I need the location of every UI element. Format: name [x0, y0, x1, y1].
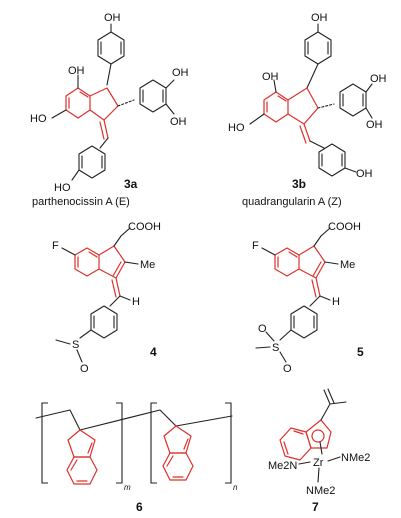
compound-3a: OH OH HO OH OH HO 3a parthenocissin A (E…: [30, 12, 189, 208]
label-h: H: [332, 296, 340, 308]
label-ho-left: HO: [228, 122, 245, 134]
compound-6: m n 6: [35, 402, 238, 514]
label-f: F: [252, 240, 259, 252]
label-o-top: O: [258, 323, 267, 335]
compound-number-5: 5: [357, 345, 364, 359]
bracket-right-m: [116, 402, 123, 484]
label-nme2-bottom: NMe2: [306, 485, 335, 497]
resorcinol-ring: [339, 83, 367, 117]
label-n: n: [233, 483, 238, 492]
phenol-ring-top: [304, 31, 332, 65]
bracket-left-m: [41, 402, 48, 484]
label-oh-bottom: OH: [356, 168, 373, 180]
label-o: O: [80, 363, 89, 375]
label-zr: Zr: [313, 457, 324, 469]
label-m: m: [124, 483, 131, 492]
label-oh-r2: OH: [366, 119, 383, 131]
label-oh-r2: OH: [170, 116, 187, 128]
label-nme2-right: NMe2: [341, 452, 370, 464]
label-s: S: [72, 339, 79, 351]
label-oh-top: OH: [104, 12, 121, 24]
label-me2n-left: Me2N: [268, 460, 297, 472]
resorcinol-ring: [139, 79, 167, 113]
label-oh-left: OH: [68, 65, 85, 77]
backbone-m: [35, 409, 81, 431]
compound-7: Zr NMe2 Me2N NMe2 7: [268, 388, 370, 514]
label-oh-r1: OH: [172, 67, 189, 79]
compound-number-4: 4: [150, 345, 157, 359]
indene-five-ring-m: [67, 429, 96, 458]
indene-benzene-ring-m: [66, 456, 98, 485]
compound-name-3b: quadrangularin A (Z): [242, 196, 342, 208]
compound-number-3b: 3b: [292, 177, 306, 191]
backbone-n: [79, 409, 233, 431]
compound-name-3a: parthenocissin A (E): [32, 196, 130, 208]
label-ho-bottom: HO: [54, 182, 71, 194]
phenol-ring-top: [97, 31, 125, 65]
indene-five-ring: [287, 87, 319, 125]
bracket-right-n: [225, 402, 232, 484]
label-oh-left: OH: [262, 71, 279, 83]
indene-five-ring-n: [163, 425, 192, 454]
compound-3b: OH OH HO OH OH OH 3b quadrangularin A (Z…: [228, 12, 387, 208]
compound-5: F COOH Me H S O O 5: [252, 221, 364, 375]
phenol-ring-bottom: [318, 143, 346, 177]
label-o-bottom: O: [283, 363, 292, 375]
label-oh-top: OH: [311, 12, 328, 24]
label-h: H: [132, 296, 140, 308]
compound-number-7: 7: [312, 500, 319, 514]
indene-benzene-ring-n: [162, 452, 194, 481]
aryl-ring: [290, 305, 318, 339]
label-me: Me: [340, 259, 355, 271]
compound-4: F COOH Me H S O 4: [52, 221, 161, 375]
indene-five-ring: [89, 87, 119, 121]
bracket-left-n: [150, 402, 157, 484]
phenol-ring-bottom: [78, 145, 106, 179]
label-f: F: [52, 240, 59, 252]
label-cooh: COOH: [328, 221, 361, 233]
label-oh-r1: OH: [370, 73, 387, 85]
label-me: Me: [140, 259, 155, 271]
indenyl-benzene-ring: [279, 427, 312, 461]
aryl-ring: [90, 305, 118, 339]
eta5-circle: [311, 429, 325, 443]
indenyl-five-ring: [305, 419, 332, 449]
label-cooh: COOH: [128, 221, 161, 233]
label-s: S: [272, 342, 279, 354]
compound-number-3a: 3a: [124, 177, 138, 191]
label-ho-left: HO: [30, 113, 47, 125]
compound-number-6: 6: [136, 500, 143, 514]
